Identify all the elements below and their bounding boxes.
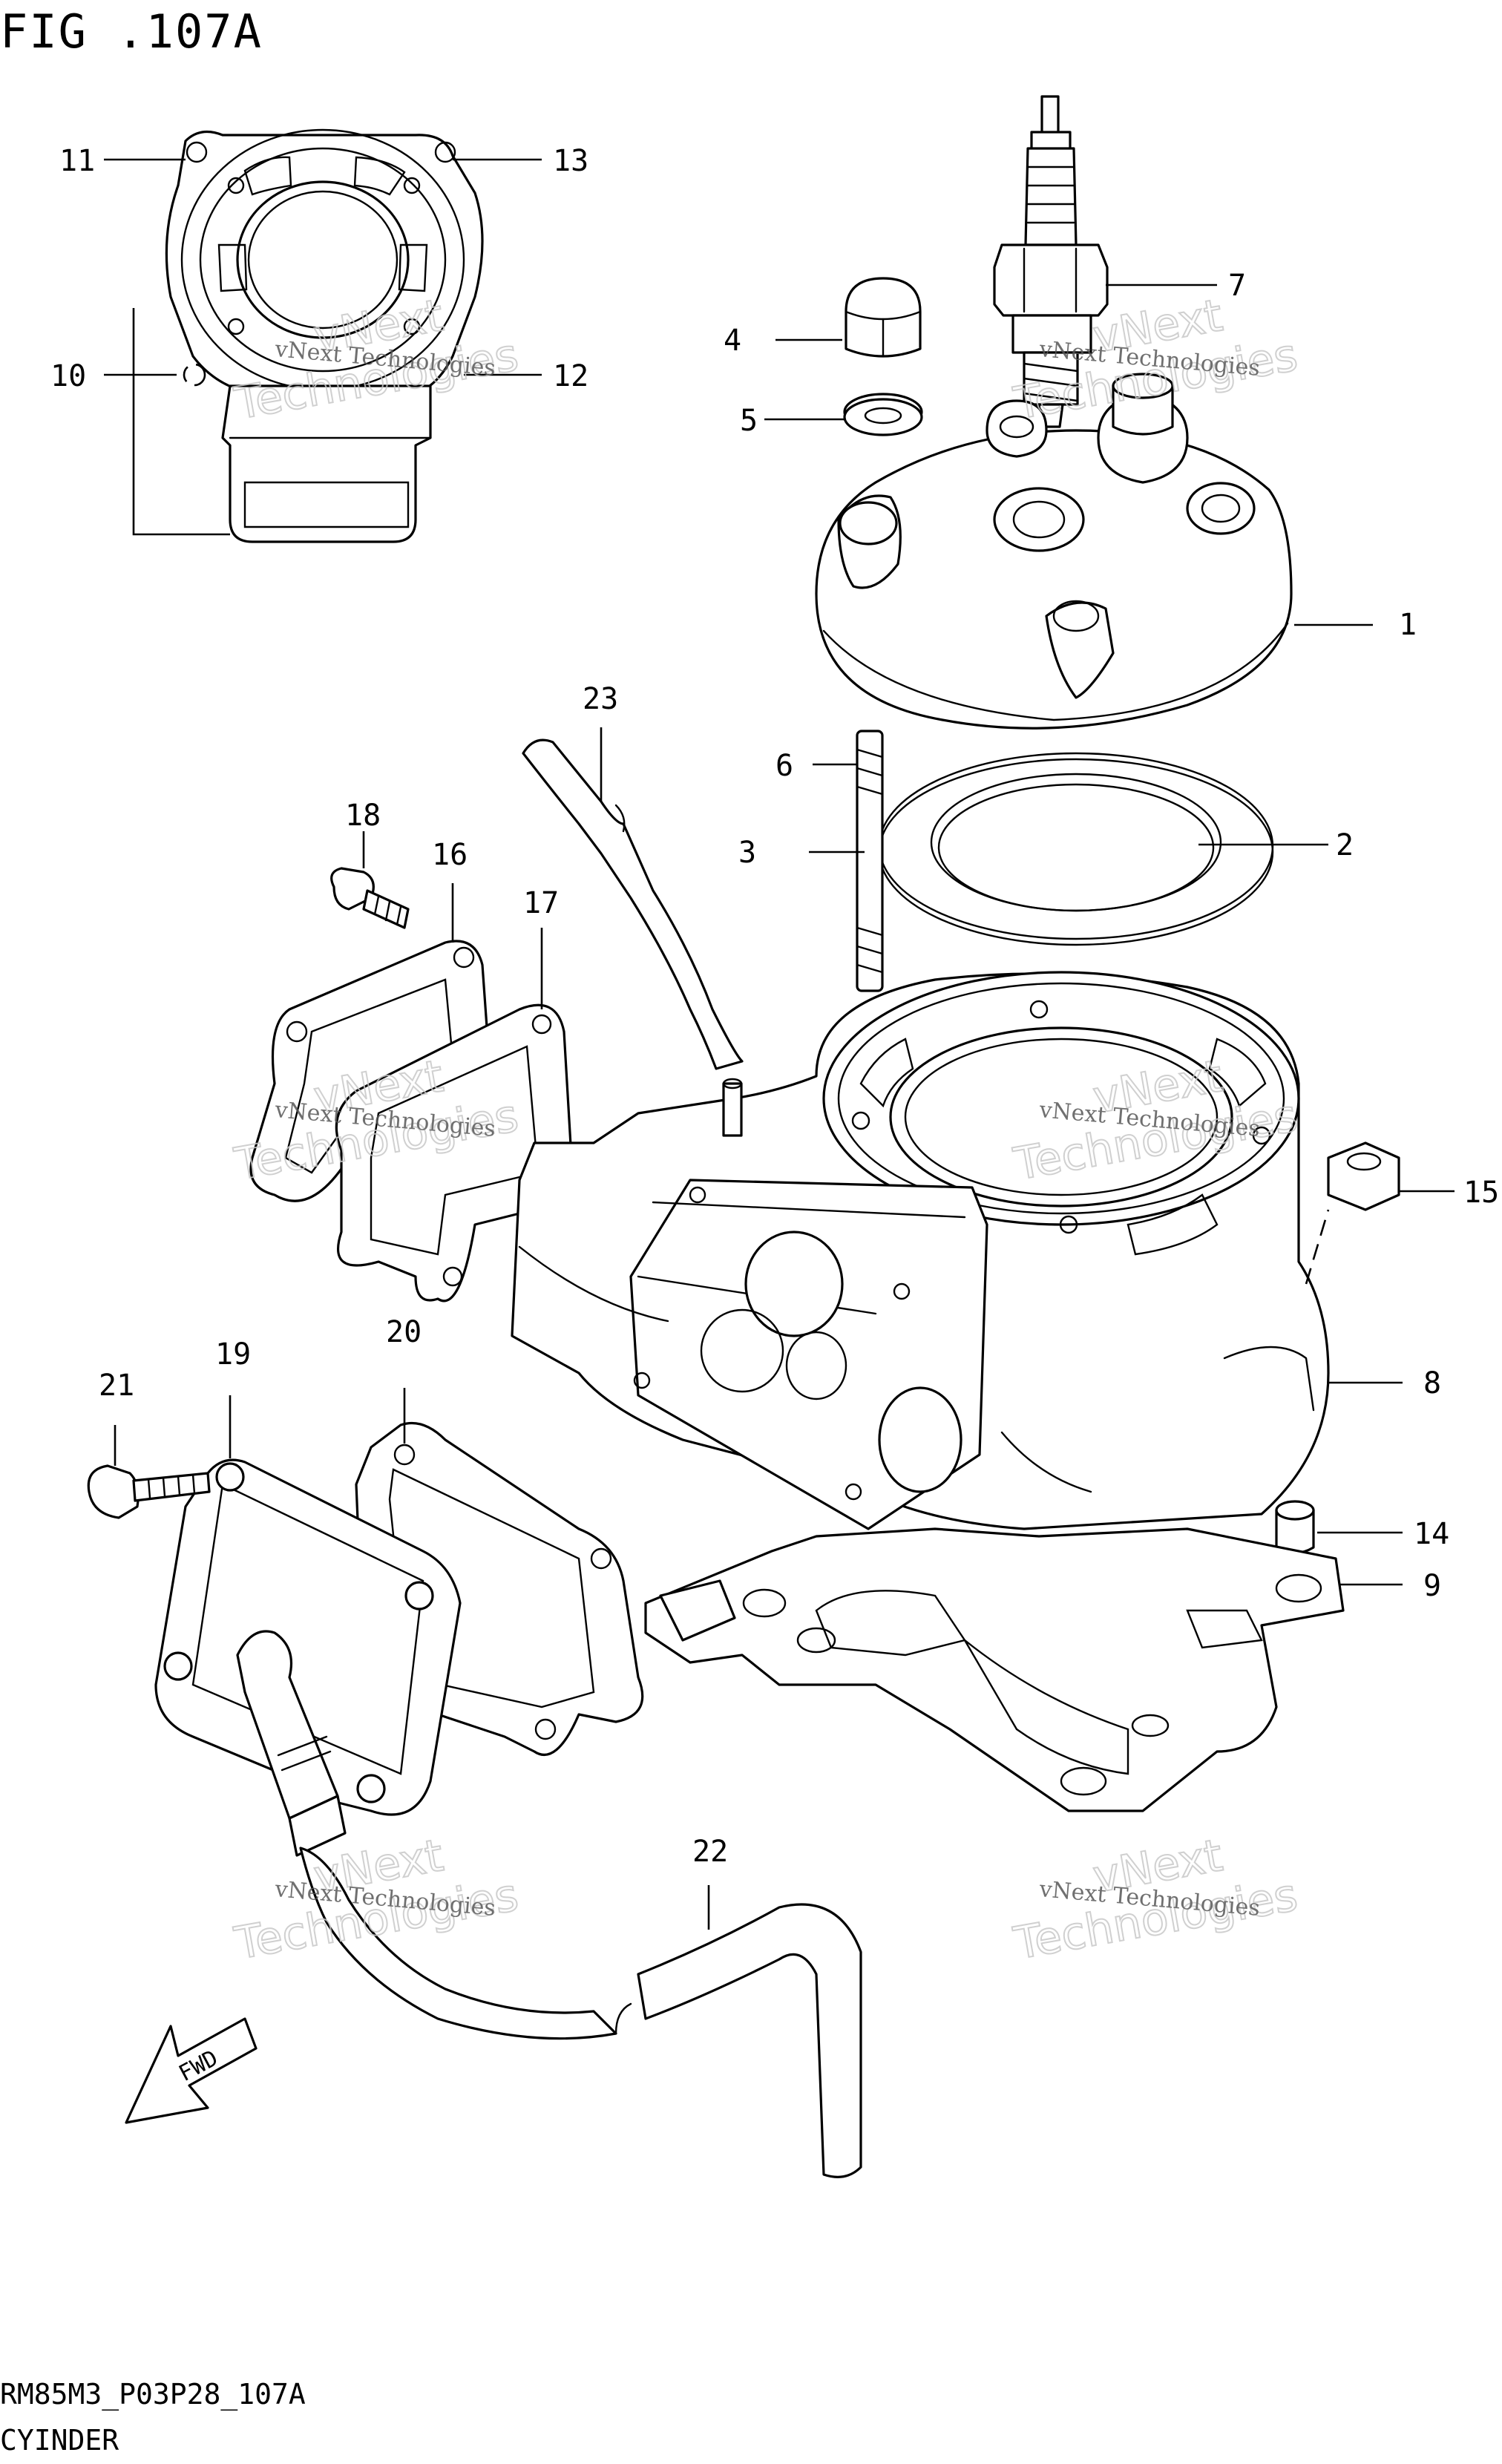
callout-2: 2 bbox=[1336, 828, 1354, 862]
washer bbox=[843, 393, 923, 436]
flange-nut bbox=[1327, 1141, 1400, 1211]
hose-22 bbox=[299, 1847, 862, 2178]
callout-23: 23 bbox=[583, 682, 618, 716]
callout-1: 1 bbox=[1399, 608, 1417, 642]
diagram-code: RM85M3_P03P28_107A bbox=[0, 2378, 306, 2411]
callout-3: 3 bbox=[738, 836, 756, 870]
callout-7: 7 bbox=[1228, 269, 1246, 303]
base-gasket bbox=[644, 1527, 1345, 1812]
dowel-pin bbox=[1275, 1500, 1315, 1555]
leader-lines bbox=[104, 158, 1455, 1930]
watermarks: vNext Technologies vNext Technologies vN… bbox=[230, 289, 1302, 1970]
o-ring-inner bbox=[930, 773, 1222, 912]
callout-8: 8 bbox=[1423, 1366, 1441, 1400]
callout-20: 20 bbox=[386, 1315, 422, 1349]
figure-title-overlay: FIG .107A bbox=[0, 4, 263, 59]
callout-5: 5 bbox=[740, 404, 758, 438]
callout-21: 21 bbox=[99, 1369, 134, 1403]
inset-cylinder-top-view bbox=[132, 128, 484, 543]
cap-nut bbox=[845, 277, 922, 358]
callout-6: 6 bbox=[775, 749, 793, 783]
stud-bolt bbox=[856, 730, 884, 992]
callout-16: 16 bbox=[432, 838, 468, 872]
reed-valve-cover bbox=[154, 1458, 462, 1857]
callout-12: 12 bbox=[553, 359, 588, 393]
callout-14: 14 bbox=[1414, 1517, 1449, 1551]
flange-bolt bbox=[330, 867, 410, 929]
callout-18: 18 bbox=[345, 799, 381, 833]
callout-22: 22 bbox=[692, 1835, 728, 1869]
diagram-name: CYINDER bbox=[0, 2424, 119, 2457]
cylinder-body bbox=[511, 971, 1330, 1530]
fwd-arrow-icon: FWD bbox=[125, 2017, 258, 2124]
callout-10: 10 bbox=[50, 359, 86, 393]
spark-plug bbox=[993, 95, 1109, 428]
callout-19: 19 bbox=[215, 1337, 251, 1372]
cover-bolt bbox=[87, 1464, 211, 1519]
reed-gasket-17 bbox=[335, 1003, 574, 1303]
callout-4: 4 bbox=[724, 324, 741, 358]
callout-13: 13 bbox=[553, 144, 588, 178]
callout-labels: 1 2 3 4 5 6 7 8 9 10 11 12 13 14 15 16 1… bbox=[50, 144, 1499, 1869]
cylinder-head bbox=[815, 373, 1293, 730]
callout-15: 15 bbox=[1463, 1176, 1499, 1210]
callout-11: 11 bbox=[59, 144, 95, 178]
callout-17: 17 bbox=[523, 886, 559, 920]
callout-9: 9 bbox=[1423, 1569, 1441, 1603]
breather-hose-23 bbox=[522, 738, 744, 1070]
